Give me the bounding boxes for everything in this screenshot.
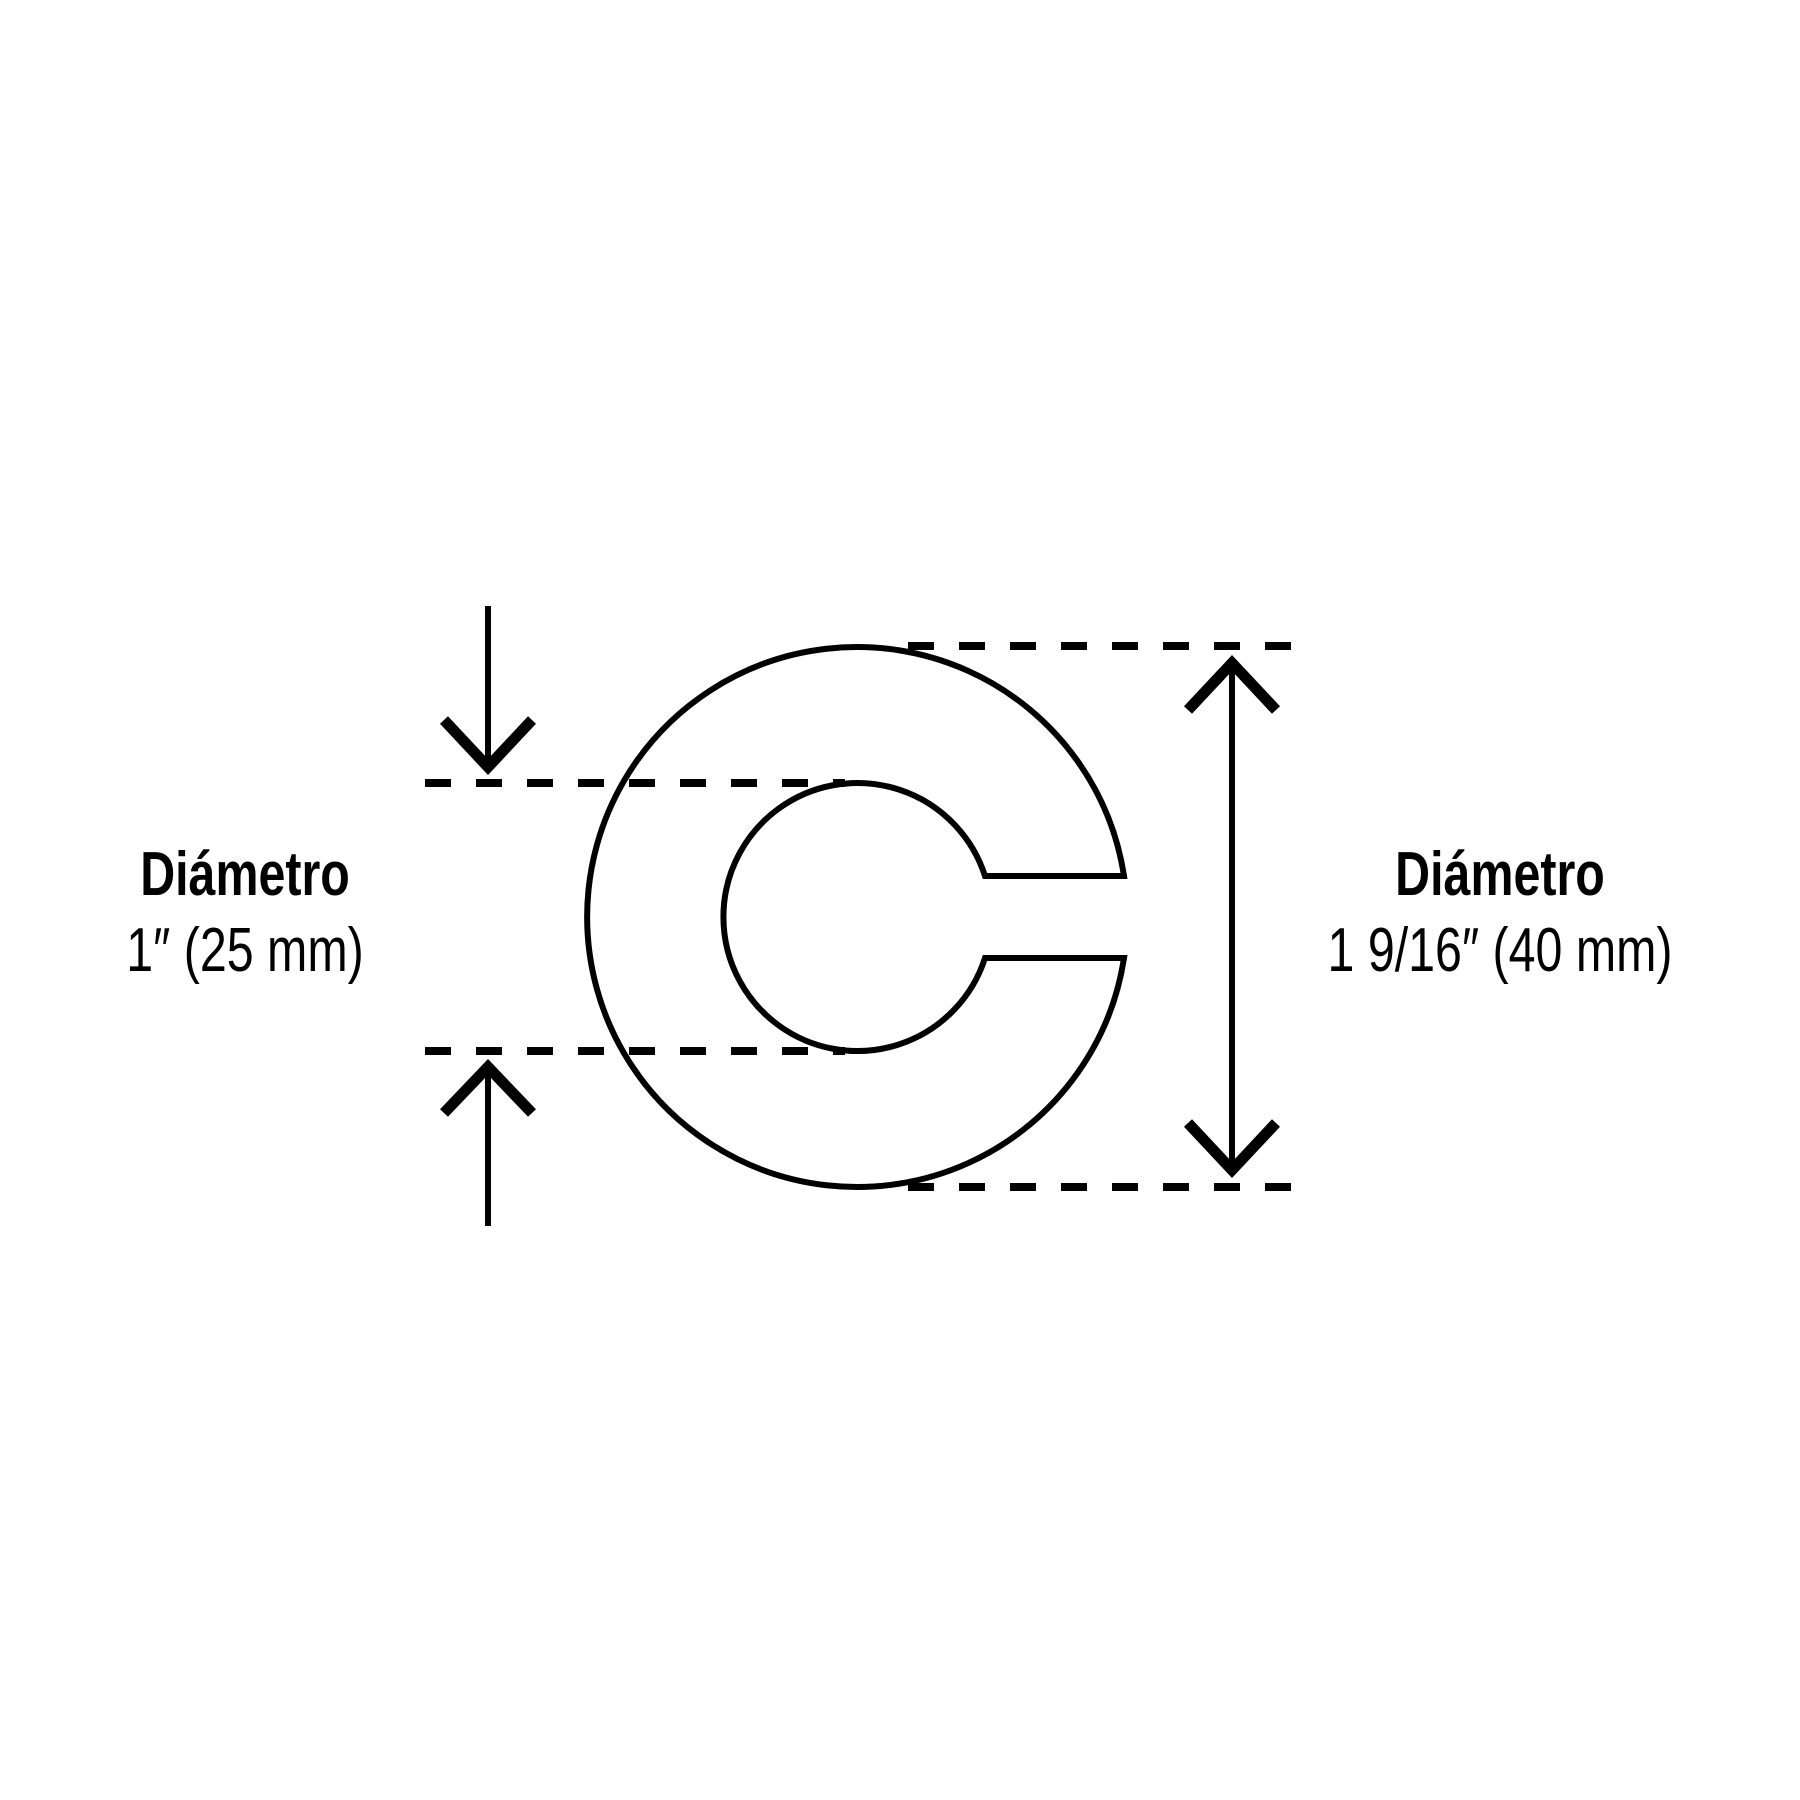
outer-diameter-title: Diámetro bbox=[1395, 840, 1605, 909]
c-ring-outline bbox=[584, 644, 1128, 1190]
outer-diameter-value: 1 9/16″ (40 mm) bbox=[1327, 916, 1673, 985]
inner-top-arrow-icon bbox=[439, 606, 537, 776]
inner-diameter-value: 1″ (25 mm) bbox=[126, 916, 364, 985]
outer-diameter-label: Diámetro 1 9/16″ (40 mm) bbox=[1301, 844, 1699, 982]
inner-bottom-arrow-icon bbox=[440, 1059, 536, 1226]
outer-diameter-arrow-icon bbox=[1183, 654, 1281, 1179]
inner-diameter-label: Diámetro 1″ (25 mm) bbox=[101, 844, 390, 982]
inner-diameter-title: Diámetro bbox=[140, 840, 350, 909]
